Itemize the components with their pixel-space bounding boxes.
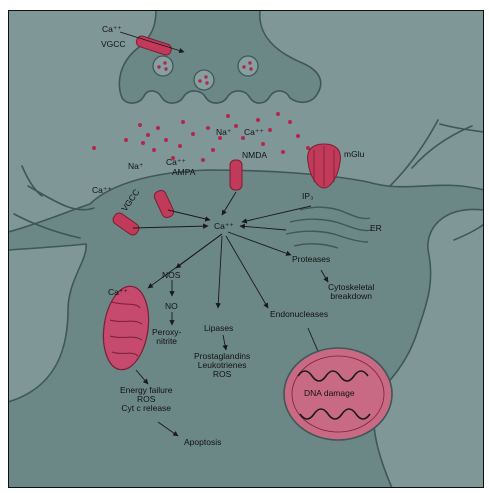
lipase-products-label: Prostaglandins Leukotrienes ROS: [194, 352, 250, 379]
nmda-label: NMDA: [242, 151, 267, 160]
lipases-label: Lipases: [204, 324, 233, 333]
cytoskeletal-label: Cytoskeletal breakdown: [328, 283, 374, 301]
postsynaptic-neuron: [8, 170, 484, 488]
apoptosis-label: Apoptosis: [184, 438, 221, 447]
vgcc-ca-label: Ca⁺⁺: [92, 186, 112, 195]
glutamate-dots: [92, 112, 310, 162]
ampa-ca-label: Ca⁺⁺: [166, 158, 186, 167]
diagram-canvas: [8, 10, 484, 488]
presynaptic-ca-label: Ca⁺⁺: [102, 25, 122, 34]
mito-ca-label: Ca⁺⁺: [108, 288, 128, 297]
nmda-na-label: Na⁺: [216, 128, 231, 137]
peroxynitrite-label: Peroxy- nitrite: [152, 328, 181, 346]
mito-outcomes-label: Energy failure ROS Cyt c release: [120, 386, 172, 413]
dna-damage-label: DNA damage: [304, 389, 355, 398]
nmda-channel: [230, 160, 242, 190]
ampa-label: AMPA: [172, 168, 195, 177]
diagram-frame: Ca⁺⁺ VGCC Na⁺ Ca⁺⁺ AMPA Na⁺ Ca⁺⁺ NMDA Ca…: [8, 10, 484, 488]
ip3-label: IP₃: [302, 192, 314, 201]
er-label: ER: [370, 224, 382, 233]
endonucleases-label: Endonucleases: [270, 310, 328, 319]
ampa-na-label: Na⁺: [128, 162, 143, 171]
presynaptic-vgcc-label: VGCC: [101, 40, 126, 49]
mglu-label: mGlu: [344, 150, 364, 159]
proteases-label: Proteases: [292, 255, 330, 264]
nmda-ca-label: Ca⁺⁺: [244, 128, 264, 137]
no-label: NO: [165, 302, 178, 311]
presynaptic-terminal: [119, 10, 320, 103]
central-ca-label: Ca⁺⁺: [214, 222, 234, 231]
nos-label: NOS: [162, 271, 180, 280]
